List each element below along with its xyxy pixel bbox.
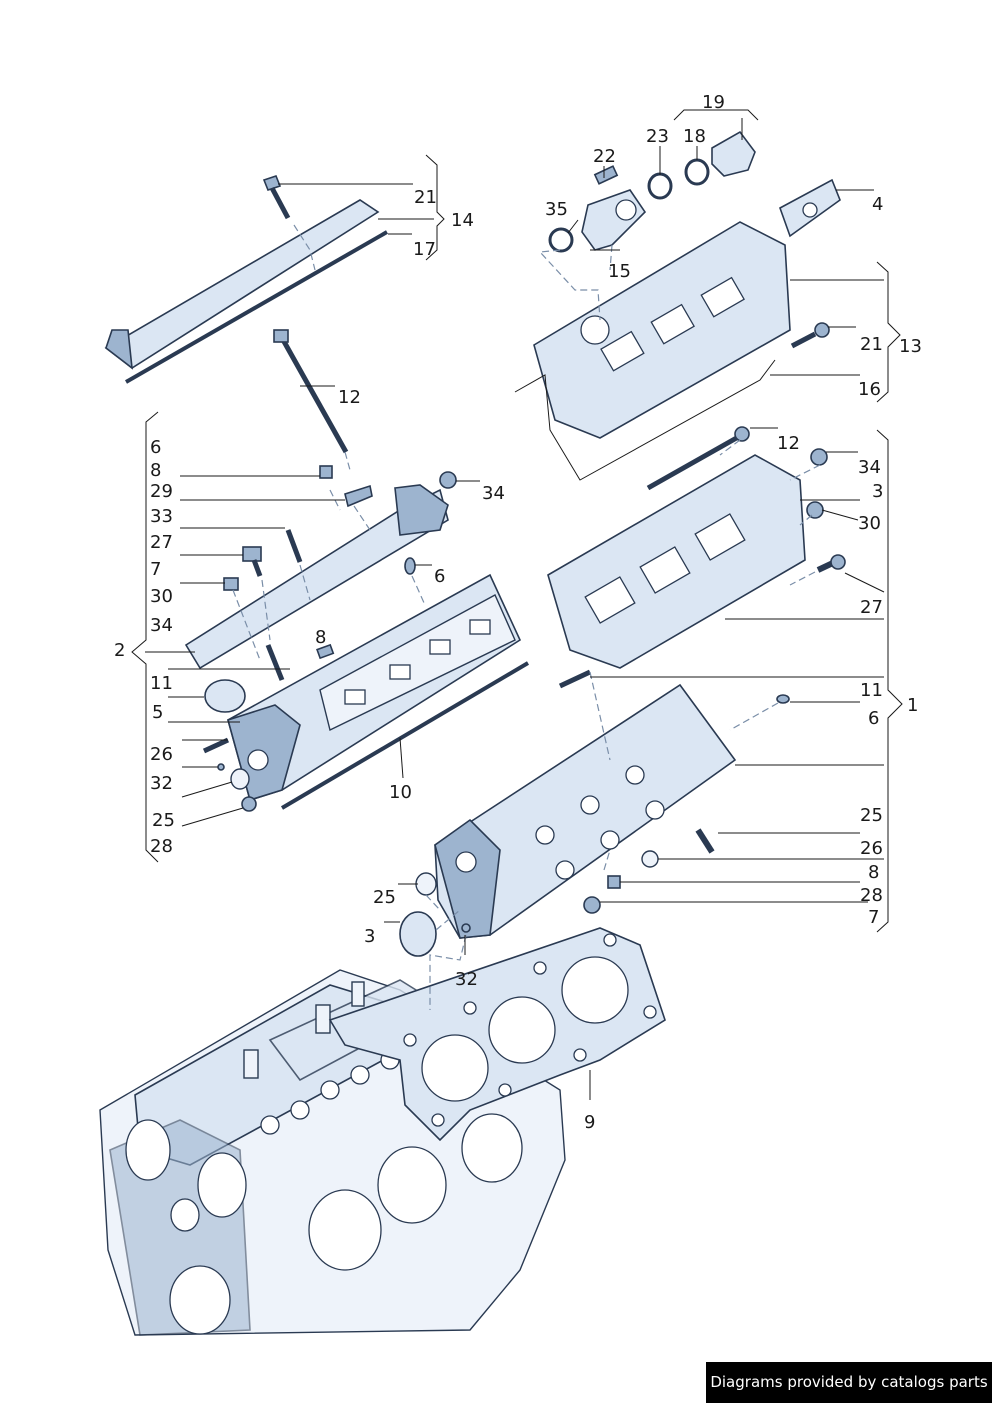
- braces: [131, 154, 903, 933]
- callout-17: 17: [413, 239, 436, 260]
- callout-21b: 21: [860, 334, 883, 355]
- callout-28a: 28: [150, 836, 173, 857]
- callout-30b: 30: [858, 513, 881, 534]
- callout-15: 15: [608, 261, 631, 282]
- callout-30a: 30: [150, 586, 173, 607]
- callout-8b: 8: [315, 627, 326, 648]
- callout-27b: 27: [860, 597, 883, 618]
- callout-27a: 27: [150, 532, 173, 553]
- callout-7a: 7: [150, 559, 161, 580]
- callout-11b: 11: [860, 680, 883, 701]
- callout-16: 16: [858, 379, 881, 400]
- right-cylinder-head-cover: [533, 221, 791, 439]
- left-cylinder-head: [227, 573, 530, 810]
- callout-32a: 32: [150, 773, 173, 794]
- callout-10: 10: [389, 782, 412, 803]
- callout-5: 5: [152, 702, 163, 723]
- callout-18: 18: [683, 126, 706, 147]
- callout-9: 9: [584, 1112, 595, 1133]
- callout-13: 13: [899, 336, 922, 357]
- callout-22: 22: [593, 146, 616, 167]
- small-parts: [202, 130, 846, 957]
- callout-35: 35: [545, 199, 568, 220]
- leader-lines: [145, 109, 885, 1100]
- callout-25b: 25: [860, 805, 883, 826]
- callout-32b: 32: [455, 969, 478, 990]
- callout-33: 33: [150, 506, 173, 527]
- callout-3a: 3: [872, 481, 883, 502]
- callout-labels: 19 23 18 22 35 4 15 21 14 17 21 13 16 12…: [114, 92, 922, 1133]
- callout-21a: 21: [414, 187, 437, 208]
- callout-4: 4: [872, 194, 883, 215]
- callout-8a: 8: [150, 460, 161, 481]
- callout-34c: 34: [858, 457, 881, 478]
- callout-6c: 6: [868, 708, 879, 729]
- callout-25a: 25: [152, 810, 175, 831]
- right-cylinder-head: [434, 683, 737, 939]
- callout-7b: 7: [868, 907, 879, 928]
- callout-3b: 3: [364, 926, 375, 947]
- right-camshaft-carrier: [547, 454, 806, 669]
- callout-29: 29: [150, 481, 173, 502]
- right-cover-gasket: [514, 359, 776, 481]
- callout-12b: 12: [777, 433, 800, 454]
- callout-23: 23: [646, 126, 669, 147]
- callout-12a: 12: [338, 387, 361, 408]
- callout-11a: 11: [150, 673, 173, 694]
- callout-34b: 34: [482, 483, 505, 504]
- left-camshaft-carrier: [184, 484, 449, 670]
- callout-28b: 28: [860, 885, 883, 906]
- callout-1: 1: [907, 695, 918, 716]
- callout-19: 19: [702, 92, 725, 113]
- callout-2: 2: [114, 640, 125, 661]
- callout-26b: 26: [860, 838, 883, 859]
- credit-banner: Diagrams provided by catalogs parts: [706, 1362, 992, 1403]
- callout-26a: 26: [150, 744, 173, 765]
- head-gasket: [328, 927, 666, 1142]
- callout-34a: 34: [150, 615, 173, 636]
- callout-14: 14: [451, 210, 474, 231]
- callout-8c: 8: [868, 862, 879, 883]
- alignment-lines: [232, 224, 821, 1010]
- callout-25c: 25: [373, 887, 396, 908]
- callout-6b: 6: [434, 566, 445, 587]
- left-cylinder-head-cover: [104, 199, 388, 384]
- callout-6a: 6: [150, 437, 161, 458]
